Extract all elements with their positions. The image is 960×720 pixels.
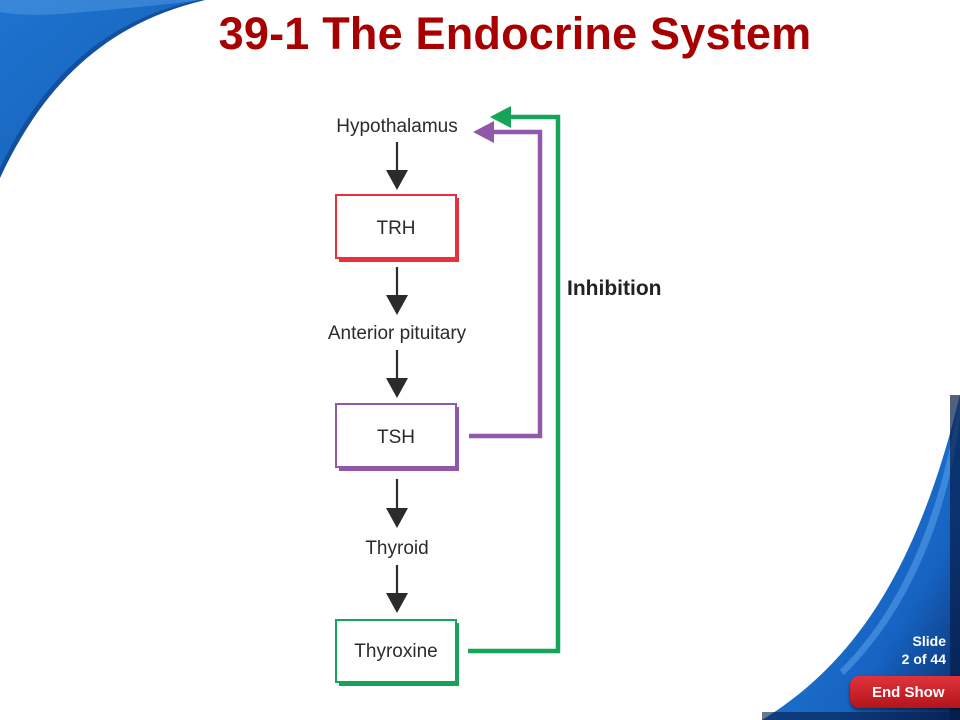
node-tsh-label: TSH: [377, 427, 415, 448]
node-thyroxine-label: Thyroxine: [354, 641, 437, 662]
arrow-down-icon: [386, 565, 408, 613]
slide-title: 39-1 The Endocrine System: [218, 8, 812, 59]
feedback-loop-thyroxine: [468, 106, 561, 654]
node-hypothalamus: Hypothalamus: [336, 116, 457, 137]
node-anterior-pituitary: Anterior pituitary: [328, 323, 467, 344]
arrow-down-icon: [386, 479, 408, 528]
bottom-right-swoosh: [762, 395, 960, 720]
slide-label: Slide: [912, 633, 946, 649]
feedback-loop-tsh: [469, 121, 543, 439]
top-left-swoosh: [0, 0, 205, 178]
slide-position: 2 of 44: [901, 651, 946, 667]
arrow-down-icon: [386, 350, 408, 398]
arrow-left-icon: [473, 121, 494, 143]
node-thyroid: Thyroid: [365, 538, 428, 559]
arrow-left-icon: [490, 106, 511, 128]
inhibition-label: Inhibition: [567, 277, 661, 300]
node-trh-label: TRH: [376, 218, 415, 239]
node-trh: TRH: [335, 194, 459, 262]
arrow-down-icon: [386, 267, 408, 315]
end-show-button[interactable]: End Show: [850, 676, 960, 708]
slide-counter: Slide 2 of 44: [902, 632, 946, 668]
arrow-down-icon: [386, 142, 408, 190]
node-tsh: TSH: [335, 403, 459, 471]
node-thyroxine: Thyroxine: [335, 619, 459, 686]
